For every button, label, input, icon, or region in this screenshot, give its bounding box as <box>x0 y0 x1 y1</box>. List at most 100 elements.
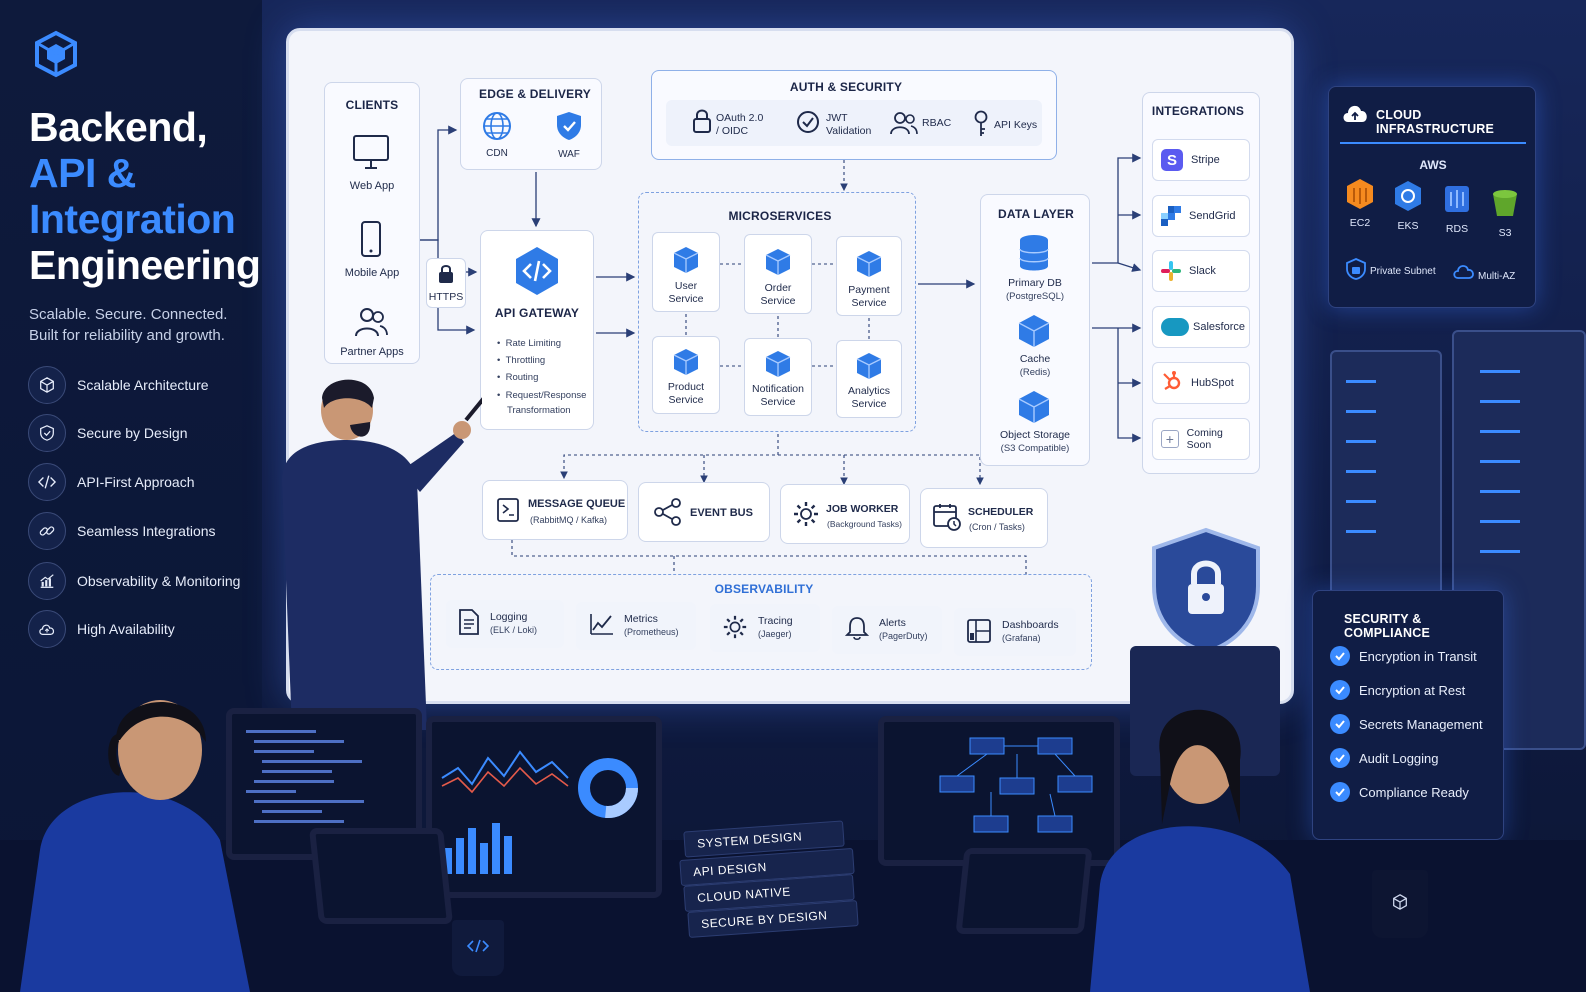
ec2-icon <box>1346 178 1374 215</box>
sendgrid-logo-icon <box>1161 206 1181 226</box>
feature-api-first: API-First Approach <box>28 462 258 502</box>
message-queue-sub: (RabbitMQ / Kafka) <box>530 515 608 525</box>
integration-sendgrid: SendGrid <box>1152 195 1250 237</box>
monitor-icon <box>352 134 390 175</box>
gateway-bullet-routing: • Routing <box>497 372 539 383</box>
integration-salesforce: Salesforce <box>1152 306 1250 348</box>
bell-icon <box>844 615 870 646</box>
rack-lights <box>1346 370 1520 553</box>
scheduler-title: SCHEDULER <box>968 506 1034 518</box>
database-icon <box>1018 234 1050 277</box>
gateway-title: API GATEWAY <box>494 306 580 320</box>
gateway-bullet-request: • Request/Response <box>497 390 587 401</box>
multi-az-cloud-icon <box>1452 262 1476 285</box>
dashboard-graphics <box>441 750 638 874</box>
feature-seamless-integrations: Seamless Integrations <box>28 511 258 551</box>
job-worker-title: JOB WORKER <box>826 503 899 515</box>
security-item-audit-logging: Audit Logging <box>1330 748 1439 768</box>
hero-title: Backend, API & Integration Engineering <box>29 104 261 288</box>
security-item-secrets: Secrets Management <box>1330 714 1483 734</box>
cloud-rds: RDS <box>1445 223 1469 235</box>
obs-alerts-label: Alerts(PagerDuty) <box>879 617 928 641</box>
mug-code-icon <box>466 939 490 958</box>
service-user <box>652 232 720 312</box>
job-worker-sub: (Background Tasks) <box>827 519 902 529</box>
mug-cube-icon <box>1391 893 1409 916</box>
check-icon <box>1330 714 1350 734</box>
stripe-logo-icon: S <box>1161 149 1183 171</box>
client-web-app: Web App <box>349 180 395 192</box>
cache-label: Cache(Redis) <box>1019 353 1051 378</box>
observability-title: OBSERVABILITY <box>714 582 814 596</box>
gateway-code-icon <box>512 246 562 301</box>
globe-icon <box>482 111 512 146</box>
scheduler-sub: (Cron / Tasks) <box>969 522 1025 532</box>
subnet-lock-icon <box>1346 258 1366 285</box>
salesforce-cloud-icon <box>1161 318 1189 336</box>
s3-bucket-icon <box>1491 188 1519 223</box>
rds-icon <box>1443 184 1471 219</box>
cloud-provider: AWS <box>1419 158 1447 172</box>
cloud-divider <box>1340 142 1526 144</box>
cube-product-icon <box>673 348 699 381</box>
security-item-compliance: Compliance Ready <box>1330 782 1469 802</box>
event-bus-card <box>638 482 770 542</box>
feature-secure-by-design: Secure by Design <box>28 413 258 453</box>
https-label: HTTPS <box>428 291 464 303</box>
edge-cdn: CDN <box>486 148 508 159</box>
hero-subtitle: Scalable. Secure. Connected. Built for r… <box>29 306 228 344</box>
message-queue-title: MESSAGE QUEUE <box>528 498 626 510</box>
check-circle-icon <box>796 110 820 139</box>
laptop-right <box>955 848 1093 934</box>
users-icon <box>354 306 388 343</box>
tracing-gear-icon <box>722 614 748 645</box>
cloud-title: CLOUD INFRASTRUCTURE <box>1376 108 1495 136</box>
feature-observability: Observability & Monitoring <box>28 561 258 601</box>
client-mobile-app: Mobile App <box>344 267 400 279</box>
shield-icon <box>555 110 583 147</box>
integration-slack: Slack <box>1152 250 1250 292</box>
cloud-eks: EKS <box>1397 220 1419 232</box>
integration-hubspot: HubSpot <box>1152 362 1250 404</box>
microservices-group <box>638 192 916 432</box>
cube-user-icon <box>673 246 699 279</box>
obs-metrics-label: Metrics(Prometheus) <box>624 613 679 637</box>
diagram-graphics <box>939 737 1093 833</box>
cube-payment-icon <box>856 250 882 283</box>
auth-api-keys: API Keys <box>994 119 1038 131</box>
cube-notification-icon <box>765 350 791 383</box>
object-storage-label: Object Storage(S3 Compatible) <box>999 429 1071 454</box>
rbac-users-icon <box>890 110 918 141</box>
cloud-multi-az: Multi-AZ <box>1478 271 1516 282</box>
gear-icon <box>792 500 820 533</box>
lock-icon <box>438 264 454 289</box>
dashboard-icon <box>966 618 992 649</box>
feature-scalable-architecture: Scalable Architecture <box>28 365 258 405</box>
scheduler-card <box>920 488 1048 548</box>
check-icon <box>1330 680 1350 700</box>
auth-title: AUTH & SECURITY <box>789 80 903 94</box>
security-shield-icon <box>1152 527 1260 655</box>
eks-icon <box>1394 180 1422 217</box>
edge-title: EDGE & DELIVERY <box>479 87 591 101</box>
cube-order-icon <box>765 248 791 281</box>
cloud-private-subnet: Private Subnet <box>1370 266 1436 277</box>
message-queue-card <box>482 480 628 540</box>
security-title: SECURITY & COMPLIANCE <box>1344 612 1431 640</box>
chart-icon <box>28 562 66 600</box>
clients-title: CLIENTS <box>345 98 399 112</box>
cache-cube-icon <box>1018 314 1050 353</box>
obs-dashboards-label: Dashboards(Grafana) <box>1002 619 1059 643</box>
cube-analytics-icon <box>856 352 882 385</box>
cloud-icon <box>28 610 66 648</box>
mobile-phone-icon <box>360 220 382 263</box>
check-icon <box>1330 782 1350 802</box>
security-item-encryption-rest: Encryption at Rest <box>1330 680 1465 700</box>
laptop-left <box>308 828 454 924</box>
